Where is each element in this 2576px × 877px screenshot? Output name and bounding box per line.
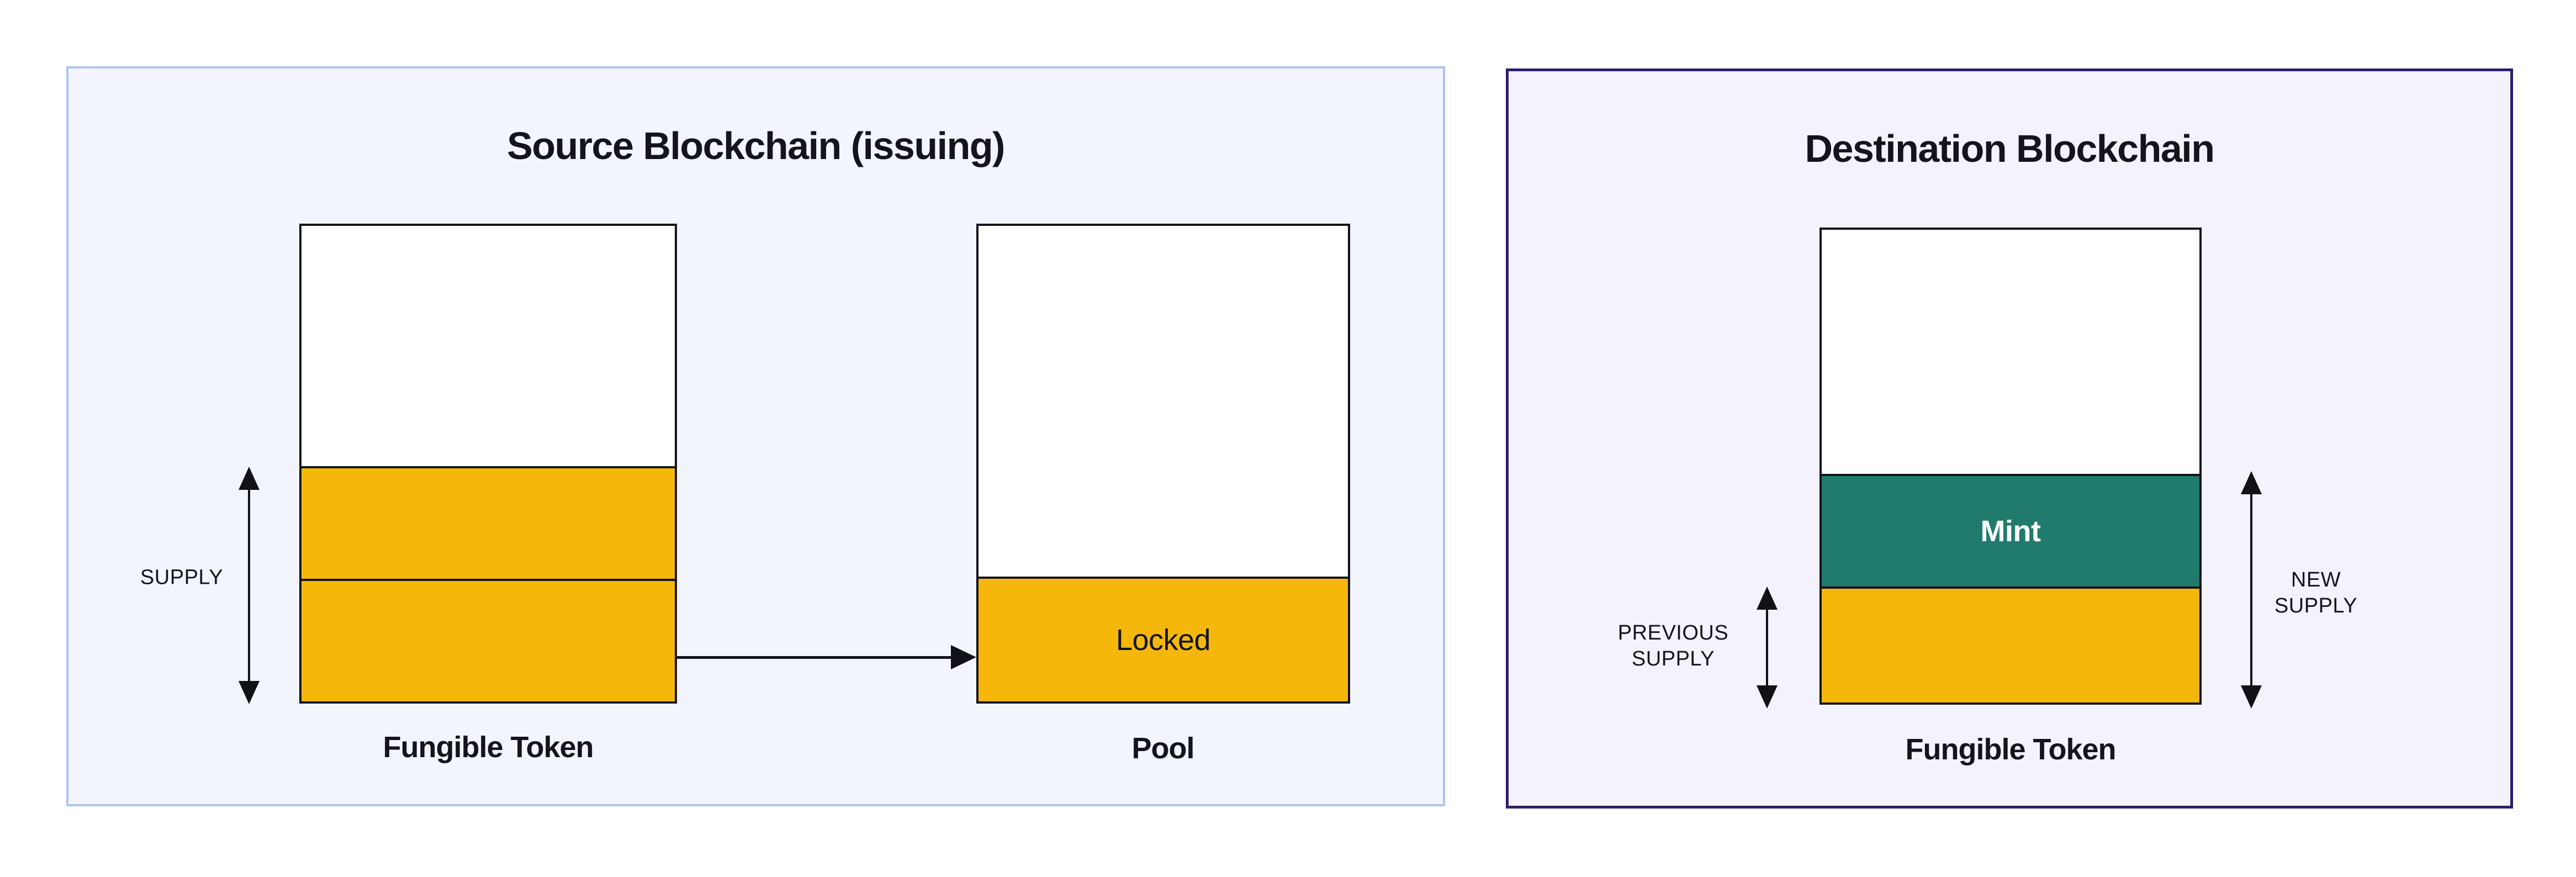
fungible-token-label-destination: Fungible Token [1905, 733, 2117, 766]
arrow-shaft [1766, 604, 1768, 691]
fungible-token-empty-area [301, 226, 675, 466]
previous-supply-label-line2: SUPPLY [1631, 647, 1715, 670]
previous-supply-label: PREVIOUS SUPPLY [1618, 620, 1728, 672]
supply-range-arrow-icon [239, 467, 260, 704]
supply-segment-upper [301, 466, 675, 579]
destination-blockchain-panel: Destination Blockchain Mint PREVIOUS SUP… [1506, 68, 2513, 809]
destination-panel-title: Destination Blockchain [1805, 127, 2215, 170]
new-supply-label: NEW SUPPLY [2275, 567, 2357, 619]
pool-empty-area [978, 226, 1348, 577]
new-supply-range-arrow-icon [2241, 471, 2262, 709]
arrowhead-down [1757, 685, 1778, 709]
new-supply-label-line1: NEW [2291, 568, 2341, 591]
fungible-token-bar-destination: Mint [1819, 228, 2202, 705]
source-panel-title: Source Blockchain (issuing) [507, 124, 1005, 167]
locked-segment: Locked [978, 577, 1348, 701]
destination-empty-area [1822, 230, 2199, 474]
fungible-token-label-source: Fungible Token [383, 731, 594, 764]
pool-bar: Locked [976, 224, 1350, 704]
supply-segment-lower [301, 579, 675, 701]
previous-supply-label-line1: PREVIOUS [1617, 621, 1729, 644]
previous-supply-range-arrow-icon [1757, 587, 1778, 709]
previous-supply-segment [1822, 587, 2199, 702]
fungible-token-bar-source [299, 224, 677, 704]
transfer-arrow-icon [677, 645, 976, 669]
new-supply-label-line2: SUPPLY [2274, 594, 2358, 617]
supply-label: SUPPLY [140, 566, 224, 589]
arrow-shaft [2250, 489, 2252, 691]
source-blockchain-panel: Source Blockchain (issuing) SUPPLY Locke… [66, 66, 1445, 806]
arrowhead-down [2241, 685, 2262, 709]
arrowhead-down [239, 681, 260, 704]
mint-segment: Mint [1822, 474, 2199, 587]
arrow-shaft [677, 656, 954, 659]
arrow-shaft [248, 484, 250, 686]
locked-segment-label: Locked [1115, 624, 1211, 657]
pool-label: Pool [1131, 732, 1195, 765]
mint-segment-label: Mint [1980, 515, 2041, 548]
arrowhead-right [951, 645, 976, 669]
